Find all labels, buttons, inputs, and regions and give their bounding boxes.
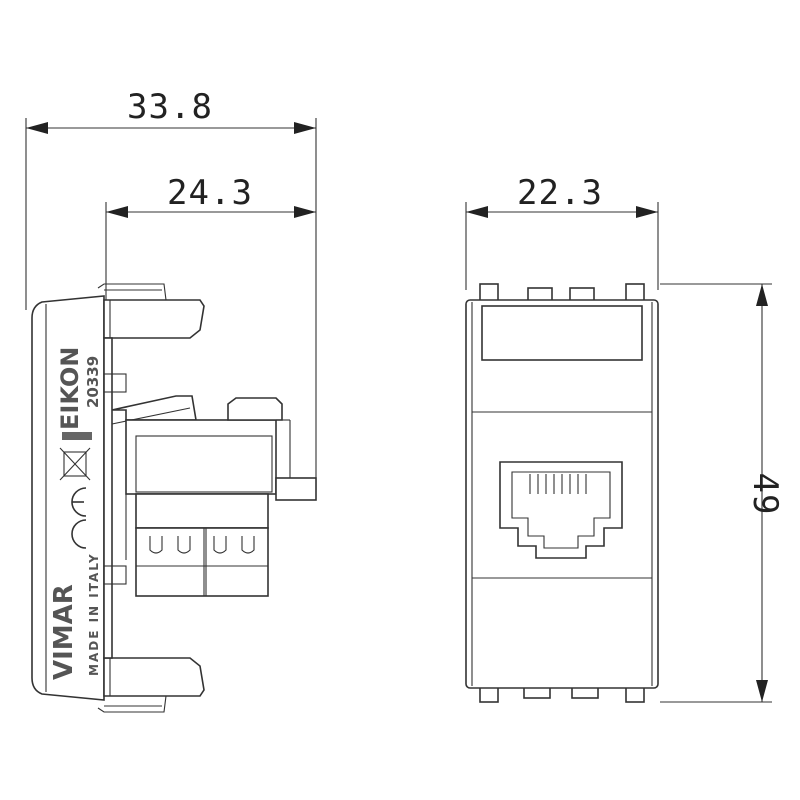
side-view: VIMAR MADE IN ITALY EIKON 20339 (31, 283, 317, 713)
dimension-rear-depth: 24.3 (105, 173, 316, 300)
dimension-height: 49 (660, 283, 785, 703)
series-name: EIKON (56, 347, 84, 430)
code-marking: 20339 (84, 356, 102, 408)
dimension-label-front-width: 22.3 (517, 173, 603, 213)
terminal-block (135, 493, 269, 529)
dimension-label-rear-depth: 24.3 (167, 173, 253, 213)
dimension-label-overall-depth: 33.8 (127, 87, 213, 127)
rear-latch (227, 397, 283, 421)
dimension-overall-depth: 33.8 (25, 87, 317, 490)
top-clip (103, 299, 205, 339)
keystone-block (125, 419, 277, 495)
bottom-clip (103, 657, 205, 697)
brand-marking: VIMAR (49, 584, 79, 680)
dimension-label-height: 49 (745, 473, 785, 516)
rj45-port-icon (499, 461, 623, 559)
dimension-front-width: 22.3 (465, 173, 659, 290)
series-marking: EIKON (56, 347, 84, 430)
front-plate (31, 295, 105, 701)
body-upper (111, 395, 197, 421)
origin-text: MADE IN ITALY (87, 552, 101, 676)
article-code: 20339 (84, 356, 102, 408)
weee-bin-icon (59, 447, 91, 481)
label-window (481, 305, 643, 361)
origin-marking: MADE IN ITALY (87, 552, 101, 676)
ce-mark-icon (71, 487, 87, 549)
marking-bar (62, 432, 92, 440)
brand-name: VIMAR (49, 584, 79, 680)
front-view (465, 283, 659, 703)
